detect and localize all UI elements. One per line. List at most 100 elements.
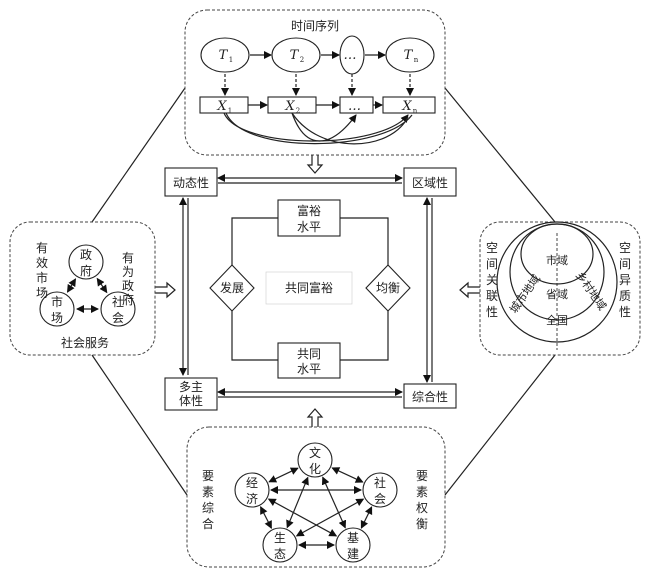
core-label: 共同富裕 (285, 280, 333, 295)
svg-text:文: 文 (309, 445, 321, 460)
svg-text:空: 空 (486, 241, 498, 255)
svg-text:省域: 省域 (546, 288, 568, 301)
svg-text:综: 综 (202, 501, 214, 515)
svg-text:全国: 全国 (546, 313, 568, 327)
svg-text:为: 为 (122, 265, 134, 279)
svg-text:性: 性 (619, 305, 631, 319)
arrow (291, 112, 357, 142)
svg-text:素: 素 (416, 485, 428, 499)
arrow (360, 506, 373, 529)
svg-text:要: 要 (202, 469, 214, 483)
svg-text:要: 要 (416, 469, 428, 483)
arrow (260, 506, 272, 529)
svg-text:富裕: 富裕 (297, 203, 321, 218)
actor-node (100, 291, 136, 327)
svg-text:均衡: 均衡 (376, 281, 400, 295)
time-node-ellipse (200, 37, 250, 73)
svg-text:市域: 市域 (546, 253, 568, 267)
svg-text:空: 空 (619, 241, 631, 255)
svg-text:会: 会 (374, 492, 386, 506)
svg-text:社: 社 (112, 294, 124, 309)
svg-text:政: 政 (80, 248, 92, 262)
svg-text:生: 生 (274, 531, 286, 545)
svg-text:府: 府 (122, 292, 134, 307)
svg-text:城市地域: 城市地域 (506, 272, 543, 316)
svg-text:市: 市 (51, 294, 63, 309)
svg-text:区域性: 区域性 (412, 176, 448, 190)
diamond-balance (365, 264, 411, 312)
svg-text:有: 有 (36, 241, 48, 255)
svg-text:衡: 衡 (416, 517, 428, 531)
time-node-label: T (290, 48, 300, 63)
time-node-label: … (344, 48, 357, 63)
svg-text:综合性: 综合性 (412, 389, 448, 404)
actor-node (39, 291, 75, 327)
state-node-box (382, 96, 436, 114)
svg-text:多主: 多主 (179, 380, 203, 394)
arrow (223, 112, 409, 142)
svg-text:1: 1 (228, 107, 232, 115)
state-node-label: X (401, 99, 412, 114)
svg-text:水平: 水平 (297, 362, 321, 376)
time-node-label: T (404, 48, 414, 63)
arrow (286, 476, 309, 529)
svg-text:府: 府 (80, 263, 92, 278)
svg-text:市: 市 (36, 270, 48, 285)
corner-links (179, 174, 433, 398)
svg-text:经: 经 (246, 476, 258, 490)
box-multi-subject: 多主 体性 (164, 377, 218, 411)
arrow (268, 467, 299, 483)
actor-node (68, 244, 104, 280)
diamond-development (209, 264, 255, 312)
arrow (96, 277, 108, 294)
svg-text:1: 1 (229, 56, 233, 64)
svg-text:质: 质 (619, 289, 631, 303)
state-node-label: X (284, 99, 295, 114)
svg-text:共同: 共同 (297, 347, 321, 361)
element-node (297, 442, 333, 478)
svg-text:政: 政 (122, 279, 134, 293)
svg-text:会: 会 (112, 311, 124, 325)
time-series-title: 时间序列 (291, 18, 339, 33)
time-node-label: T (219, 48, 229, 63)
svg-text:社: 社 (374, 475, 386, 490)
box-common-level (277, 342, 341, 379)
svg-text:发展: 发展 (220, 280, 244, 295)
time-node-ellipse (271, 37, 321, 73)
svg-text:场: 场 (36, 286, 48, 300)
hollow-arrows (155, 155, 480, 427)
box-dynamic: 动态性 (164, 167, 218, 197)
svg-text:化: 化 (309, 462, 321, 476)
box-wealth-level (277, 199, 341, 237)
svg-text:n: n (414, 56, 419, 64)
svg-text:合: 合 (202, 516, 214, 531)
box-regional: 区域性 (403, 167, 457, 197)
element-node (234, 472, 270, 508)
arrow (66, 278, 77, 293)
svg-text:关: 关 (486, 273, 498, 287)
arrow (331, 467, 364, 483)
svg-text:性: 性 (486, 305, 498, 319)
svg-text:间: 间 (619, 257, 631, 271)
svg-text:权: 权 (416, 501, 428, 515)
element-node (362, 472, 398, 508)
svg-text:效: 效 (36, 255, 48, 270)
svg-text:间: 间 (486, 257, 498, 271)
svg-text:素: 素 (202, 485, 214, 499)
time-node-ellipse (385, 37, 435, 73)
svg-text:场: 场 (51, 311, 63, 325)
svg-text:态: 态 (274, 547, 286, 561)
svg-text:异: 异 (619, 273, 631, 287)
state-node-label: X (216, 99, 227, 114)
svg-text:体性: 体性 (179, 394, 203, 408)
svg-text:基: 基 (347, 531, 359, 545)
svg-text:社会服务: 社会服务 (61, 335, 109, 350)
arrow (295, 498, 365, 537)
box-comprehensive: 综合性 (403, 383, 457, 409)
svg-text:建: 建 (347, 547, 359, 561)
